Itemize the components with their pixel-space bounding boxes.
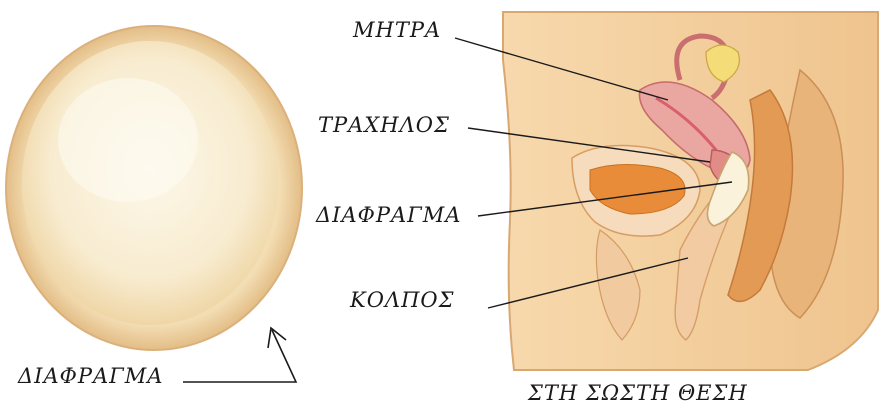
diaphragm-device-illustration (6, 26, 302, 350)
label-cervix: ΤΡΑΧΗΛΟΣ (318, 115, 450, 136)
label-vagina: ΚΟΛΠΟΣ (350, 290, 454, 311)
label-uterus: ΜΗΤΡΑ (353, 20, 441, 41)
anatomy-cross-section (503, 12, 878, 370)
diaphragm-highlight (58, 78, 198, 202)
label-diaphragm-device: ΔΙΑΦΡΑΓΜΑ (18, 366, 163, 387)
caption-correct-position: ΣΤΗ ΣΩΣΤΗ ΘΕΣΗ (528, 383, 748, 404)
device-pointer-arrowhead (268, 328, 286, 348)
label-diaphragm-inserted: ΔΙΑΦΡΑΓΜΑ (316, 205, 461, 226)
